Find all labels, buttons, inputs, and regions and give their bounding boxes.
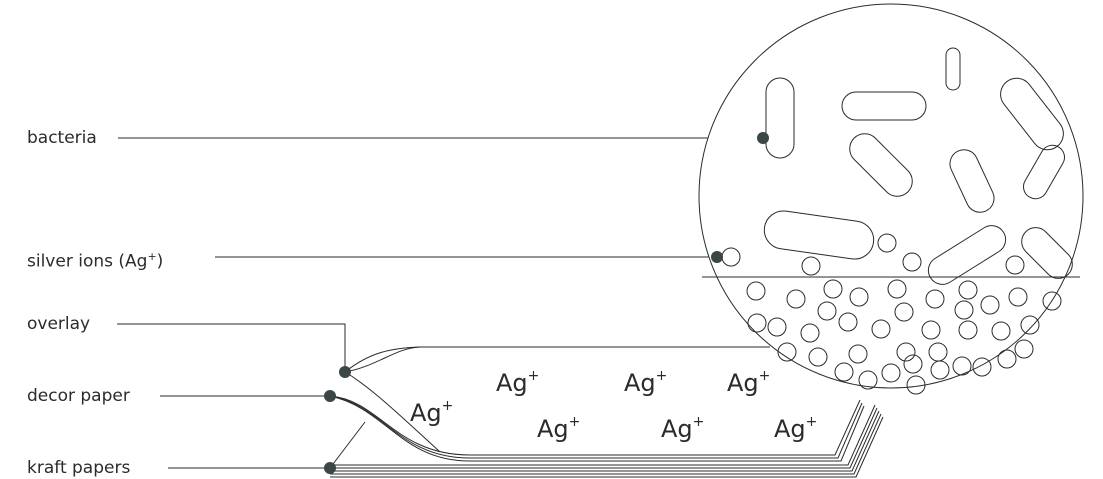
label-silver-ions-prefix: silver ions (Ag [27, 251, 148, 272]
label-kraft-papers-text: kraft papers [27, 458, 131, 478]
label-decor-paper: decor paper [27, 386, 130, 406]
label-bacteria: bacteria [27, 128, 97, 148]
silver-ions-surface [722, 234, 1024, 275]
ag-ion-marker: Ag+ [774, 414, 818, 443]
kraft-papers-dot [324, 462, 336, 474]
ag-ion-marker: Ag+ [727, 368, 771, 397]
ag-ion-marker: Ag+ [624, 368, 668, 397]
label-silver-ions-sup: + [147, 250, 157, 263]
decor-paper-dot [324, 390, 336, 402]
magnified-view [699, 4, 1083, 394]
label-overlay: overlay [27, 314, 90, 334]
label-bacteria-text: bacteria [27, 128, 97, 148]
label-kraft-papers: kraft papers [27, 458, 130, 478]
silver-ions-dot [711, 251, 723, 263]
silver-ions-embedded [747, 280, 1061, 394]
label-silver-ions: silver ions (Ag+) [27, 247, 163, 272]
kraft-fold-line [330, 422, 365, 468]
kraft-paper-stack [330, 405, 883, 477]
overlay-dot [339, 366, 351, 378]
overlay-leader [117, 324, 345, 372]
ag-ion-marker: Ag+ [496, 368, 540, 397]
decor-paper-layers [330, 396, 864, 461]
ag-ion-marker: Ag+ [410, 398, 454, 427]
bacteria-cells [762, 48, 1078, 290]
bacteria-dot [757, 132, 769, 144]
ag-ion-marker: Ag+ [661, 414, 705, 443]
label-overlay-text: overlay [27, 314, 91, 334]
label-decor-paper-text: decor paper [27, 386, 130, 406]
label-silver-ions-suffix: ) [156, 251, 164, 272]
ag-ion-marker: Ag+ [537, 414, 581, 443]
overlay-sheet [345, 347, 770, 452]
